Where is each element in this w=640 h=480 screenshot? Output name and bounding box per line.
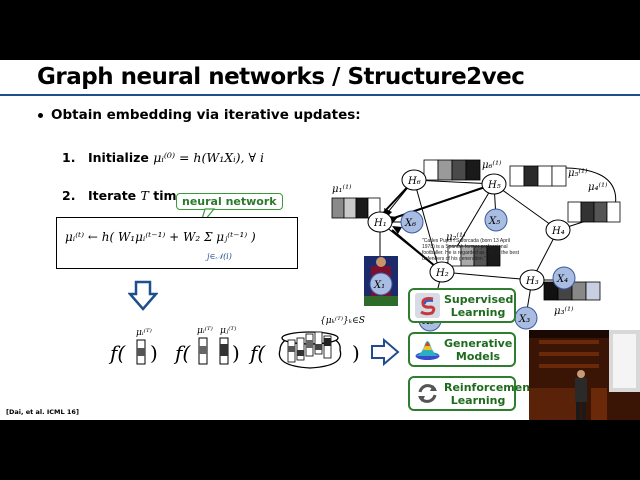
f-pair: f(	[173, 341, 191, 365]
vector-cell	[288, 346, 295, 352]
f-single: f(	[108, 341, 126, 365]
bullet-embedding: Obtain embedding via iterative updates:	[38, 107, 361, 123]
step-iterate: 2.Iterate T times	[62, 188, 192, 203]
node-x4	[552, 266, 576, 290]
title-underline	[0, 94, 640, 96]
step-number: 2.	[62, 188, 76, 203]
node-x6	[400, 210, 424, 234]
output-supervised: Supervised Learning	[408, 288, 516, 323]
vector-cell	[315, 344, 322, 350]
mu4-label: μ₄⁽¹⁾	[588, 182, 608, 193]
output-reinforcement: Reinforcement Learning	[408, 376, 536, 411]
step-number: 1.	[62, 150, 76, 165]
output-label: Supervised Learning	[444, 293, 514, 319]
neural-network-tag: neural network	[176, 193, 283, 210]
node-h6-label: H₆	[407, 176, 421, 187]
node-h5	[481, 173, 507, 195]
output-label: Generative Models	[444, 337, 513, 363]
vector-mu-k	[296, 337, 305, 361]
label-mu-i: μᵢ⁽ᵀ⁾	[197, 325, 213, 336]
node-h3	[519, 269, 545, 291]
update-equation: μᵢ⁽ᵗ⁾ ← h( W₁μᵢ⁽ᵗ⁻¹⁾ + W₂ Σ μⱼ⁽ᵗ⁻¹⁾ )	[65, 230, 256, 244]
step-text: Initialize	[88, 150, 149, 165]
output-label: Reinforcement Learning	[444, 381, 536, 407]
node-x4-label: X₄	[556, 274, 568, 285]
letterbox-top	[0, 0, 640, 60]
slide: Graph neural networks / Structure2vec Ob…	[0, 60, 640, 420]
vector-mu-k	[314, 331, 323, 355]
node-h5-label: H₅	[487, 180, 501, 191]
citation: [Dai, et al. ICML 16]	[6, 408, 79, 416]
supervised-icon	[415, 293, 440, 318]
node-x5-label: X₅	[488, 216, 500, 227]
vector-cell	[306, 340, 313, 348]
node-h1-label: H₁	[373, 218, 387, 229]
node-h2-label: H₂	[435, 268, 449, 279]
vector-cell	[220, 344, 228, 356]
graph-diagram: H₆ H₅ H₁ H₂ H₃ H₄ X₆ X₅ X₁ X₂ X₃ X₄ μ₁⁽¹…	[331, 159, 621, 332]
vector-cell	[199, 346, 207, 354]
vector-mu-k	[323, 335, 332, 359]
cycle-arrows-icon	[418, 384, 437, 403]
set-label: {μₖ⁽ᵀ⁾}ₖ∈S	[320, 315, 365, 326]
gaussian-surface-icon	[415, 341, 440, 360]
bullet-text: Obtain embedding via iterative updates:	[51, 107, 361, 123]
vector-cell	[324, 338, 331, 346]
sum-subscript: j∈𝒩(i)	[207, 252, 232, 261]
label-mu-i: μᵢ⁽ᵀ⁾	[136, 327, 152, 338]
vector-cell	[137, 348, 145, 356]
init-formula: μᵢ⁽⁰⁾ = h(W₁Xᵢ), ∀ i	[153, 150, 264, 165]
mu5-label: μ₅⁽¹⁾	[568, 168, 588, 179]
mu1-label: μ₁⁽¹⁾	[332, 184, 352, 195]
node-h3-label: H₃	[525, 276, 539, 287]
node-x1-label: X₁	[373, 280, 385, 291]
embedding-vectors	[331, 159, 621, 301]
arrowhead	[392, 226, 402, 234]
readout-functions: f( ) μᵢ⁽ᵀ⁾ f( ) μᵢ⁽ᵀ⁾ μⱼ⁽ᵀ⁾ f( ) {μₖ⁽ᵀ⁾}…	[108, 315, 400, 369]
node-x5	[484, 208, 508, 232]
node-h4	[545, 219, 571, 241]
node-h4-label: H₄	[551, 226, 565, 237]
close-paren: )	[352, 341, 360, 365]
down-arrow-icon	[128, 280, 158, 311]
letterbox-bottom	[0, 420, 640, 480]
vector-cell	[297, 350, 304, 356]
node-x1	[369, 272, 393, 296]
node-h6	[401, 169, 427, 191]
right-arrow-icon	[371, 337, 400, 367]
hidden-nodes	[367, 169, 571, 291]
f-set: f(	[248, 341, 266, 365]
step-text: Iterate	[88, 188, 137, 203]
mu6-label: μ₆⁽¹⁾	[482, 160, 502, 171]
mu3-label: μ₃⁽¹⁾	[554, 306, 574, 317]
close-paren: )	[150, 341, 158, 365]
step-initialize: 1. Initialize μᵢ⁽⁰⁾ = h(W₁Xᵢ), ∀ i	[62, 150, 264, 165]
node-h2	[429, 261, 455, 283]
output-generative: Generative Models	[408, 332, 516, 367]
update-equation-box: μᵢ⁽ᵗ⁾ ← h( W₁μᵢ⁽ᵗ⁻¹⁾ + W₂ Σ μⱼ⁽ᵗ⁻¹⁾ ) j∈…	[56, 217, 298, 269]
label-mu-j: μⱼ⁽ᵀ⁾	[220, 325, 236, 336]
node-x6-label: X₆	[404, 218, 416, 229]
player-caption: "Carles Puyol i Saforcada (born 13 April…	[422, 238, 520, 262]
lecture-hall-image	[529, 330, 640, 420]
close-paren: )	[232, 341, 240, 365]
slide-title: Graph neural networks / Structure2vec	[37, 64, 525, 90]
iterate-var: T	[140, 188, 149, 203]
node-h1	[367, 211, 393, 233]
mu2-label: μ₂⁽¹⁾	[446, 232, 466, 243]
presenter-video	[529, 330, 640, 420]
bullet-dot-icon	[38, 112, 43, 118]
node-x3-label: X₃	[518, 314, 530, 325]
